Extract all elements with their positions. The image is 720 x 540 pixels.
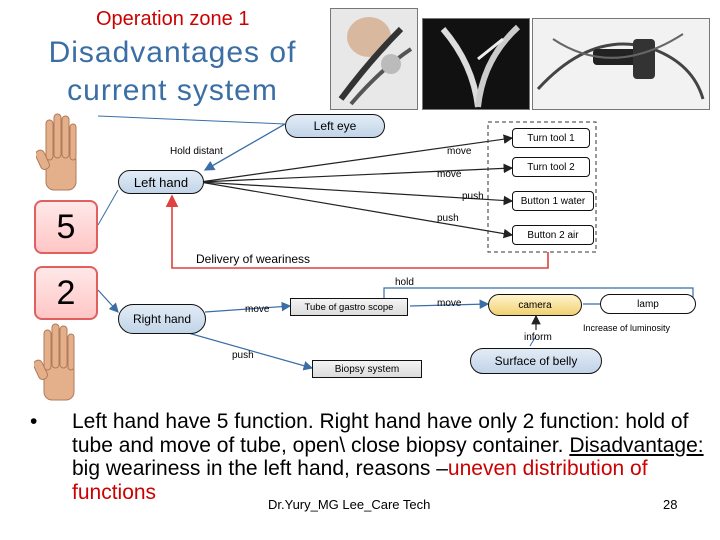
left-hand-image	[34, 112, 84, 192]
label-hold: hold	[395, 277, 414, 288]
label-push-3: push	[232, 350, 254, 361]
summary-text: Left hand have 5 function. Right hand ha…	[72, 410, 710, 504]
label-move-3: move	[245, 304, 270, 315]
summary-disadvantage: Disadvantage:	[569, 433, 704, 457]
summary-reason: uneven distribution of functions	[72, 457, 648, 504]
node-turn-tool-1: Turn tool 1	[512, 128, 590, 148]
node-left-eye: Left eye	[285, 114, 385, 138]
endoscope-photo-2	[422, 18, 530, 110]
node-left-hand: Left hand	[118, 170, 204, 194]
label-move-1: move	[447, 146, 472, 157]
right-hand-count: 2	[34, 266, 98, 320]
node-lamp: lamp	[600, 294, 696, 314]
label-push-2: push	[437, 213, 459, 224]
label-increase: Increase of luminosity	[583, 323, 671, 333]
right-hand-image	[32, 322, 82, 402]
endoscope-photo-3	[532, 18, 710, 110]
node-button-2: Button 2 air	[512, 225, 594, 245]
label-push-1: push	[462, 191, 484, 202]
label-delivery: Delivery of weariness	[196, 252, 311, 266]
summary-bullet: • Left hand have 5 function. Right hand …	[30, 410, 710, 504]
label-inform: inform	[524, 332, 552, 343]
node-turn-tool-2: Turn tool 2	[512, 157, 590, 177]
summary-part-3: big weariness in the left hand, reasons …	[72, 457, 448, 480]
label-hold-distant: Hold distant	[170, 146, 223, 157]
node-camera: camera	[488, 294, 582, 316]
node-right-hand: Right hand	[118, 304, 206, 334]
endoscope-photo-1	[330, 8, 418, 110]
node-biopsy: Biopsy system	[312, 360, 422, 378]
node-tube: Tube of gastro scope	[290, 298, 408, 316]
summary-part-1: Left hand have 5 function. Right hand ha…	[72, 410, 689, 457]
section-label: Operation zone 1	[96, 8, 250, 30]
left-hand-count: 5	[34, 200, 98, 254]
node-button-1: Button 1 water	[512, 191, 594, 211]
footer-author: Dr.Yury_MG Lee_Care Tech	[268, 497, 431, 512]
node-surface: Surface of belly	[470, 348, 602, 374]
label-move-2: move	[437, 169, 462, 180]
page-title: Disadvantages of current system	[48, 36, 297, 107]
label-move-4: move	[437, 298, 462, 309]
page-number: 28	[663, 497, 678, 512]
bullet-marker: •	[30, 410, 38, 433]
